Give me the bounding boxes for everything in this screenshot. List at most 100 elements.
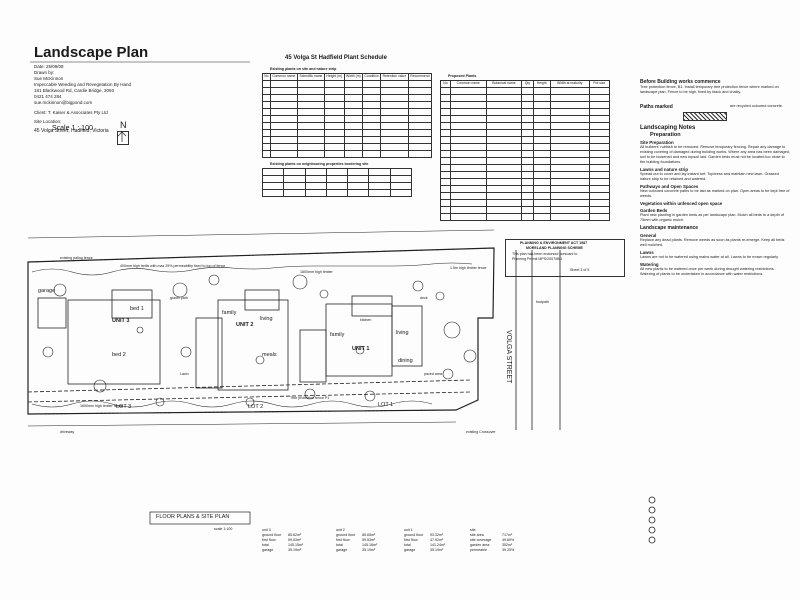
watering-text: All new plants to be watered once per we… bbox=[640, 267, 775, 276]
th-width: Width (m) bbox=[343, 73, 364, 81]
table-row bbox=[440, 101, 611, 109]
label-family2: family bbox=[330, 332, 345, 338]
north-arrow-label: N bbox=[120, 120, 127, 130]
table-row bbox=[440, 129, 611, 137]
watering-title: Watering bbox=[640, 262, 659, 267]
th-p-no: No bbox=[440, 80, 451, 88]
schedule-title: 45 Volga St Hadfield Plant Schedule bbox=[285, 55, 387, 61]
th-p-qty: Qty bbox=[521, 80, 534, 88]
label-plan-scale: scale 1:100 bbox=[214, 527, 233, 531]
label-dining: dining bbox=[398, 358, 413, 364]
general-text: Replace any dead plants. Remove weeds as… bbox=[640, 238, 785, 247]
preparation-title: Preparation bbox=[650, 132, 681, 138]
table-row bbox=[262, 87, 433, 95]
lawns-title: Lawns and nature strip bbox=[640, 167, 689, 172]
table-row bbox=[440, 122, 611, 130]
info-site-location-label: Site Location: bbox=[34, 119, 62, 124]
th-p-width: Width at maturity bbox=[549, 80, 590, 88]
label-floor-plan: FLOOR PLANS & SITE PLAN bbox=[156, 514, 230, 520]
lawns-text: Spread out to cover and lay instant turf… bbox=[640, 172, 779, 181]
table-row bbox=[262, 115, 433, 123]
info-site-location: 45 Volga Street, Hadfield, Victoria bbox=[34, 128, 109, 134]
paths-hatch-swatch bbox=[683, 112, 727, 121]
area-schedule-unit3: unit 3 ground floor first floor total ga… bbox=[262, 528, 282, 552]
label-lawn: Lawn bbox=[180, 372, 189, 376]
garden-beds-title: Garden Beds bbox=[640, 208, 668, 213]
site-boundary bbox=[27, 247, 495, 415]
table-row bbox=[440, 136, 611, 144]
site-prep-title: Site Preparation bbox=[640, 140, 674, 145]
before-title: Before Building works commence bbox=[640, 79, 721, 85]
area-schedule-unit1: unit 1 ground floor first floor total ga… bbox=[404, 528, 424, 552]
table-row bbox=[440, 157, 611, 165]
info-name: Sue McKinnon bbox=[34, 76, 64, 81]
info-address: 181 Blackwood Rd, Cardie Bridge, 3093 bbox=[34, 88, 115, 93]
stamp-line2: MORELAND PLANNING SCHEME bbox=[526, 246, 583, 250]
table-row bbox=[440, 206, 611, 214]
table-row bbox=[262, 94, 433, 102]
th-p-bot: Botanical name bbox=[485, 80, 523, 88]
th-ret: Retention value bbox=[380, 73, 409, 81]
label-bed2: bed 2 bbox=[112, 352, 126, 358]
th-p-height: Height bbox=[532, 80, 551, 88]
landscaping-notes-title: Landscaping Notes bbox=[640, 125, 696, 131]
pathways-title: Pathways and Open Spaces bbox=[640, 184, 699, 189]
table-row bbox=[440, 108, 611, 116]
label-kitchen: kitchen bbox=[360, 318, 372, 322]
table-row bbox=[262, 80, 433, 88]
label-lot1: LOT 1 bbox=[378, 402, 394, 408]
existing-title: Existing plants on site and nature strip bbox=[270, 67, 337, 71]
label-unit3: UNIT 3 bbox=[112, 318, 130, 324]
drawing-info: Date: 25/09/08 Drawn by: Sue McKinnon Im… bbox=[34, 64, 131, 134]
label-gravel: gravel path bbox=[170, 296, 188, 300]
info-email: sue.mckinnon@bigpond.com bbox=[34, 100, 93, 105]
label-living2: living bbox=[396, 330, 409, 336]
label-bed1: bed 1 bbox=[130, 306, 144, 312]
proposed-plants-table: No Common name Botanical name Qty Height… bbox=[440, 80, 611, 221]
area-schedule-unit2: unit 2 ground floor first floor total ga… bbox=[336, 528, 356, 552]
label-volga-street: VOLGA STREET bbox=[505, 330, 512, 384]
table-row bbox=[440, 178, 611, 186]
proposed-title: Proposed Plants bbox=[448, 74, 477, 78]
table-row bbox=[440, 150, 611, 158]
label-existing-fence: existing paling fence bbox=[60, 256, 93, 260]
table-row bbox=[262, 122, 433, 130]
label-footpath: footpath bbox=[536, 300, 549, 304]
page-title: Landscape Plan bbox=[34, 44, 149, 61]
pathways-text: New coloured concrete paths to be laid a… bbox=[640, 189, 790, 198]
label-fence-top: 400mm high trellis with max 25% permeabi… bbox=[120, 264, 226, 268]
table-row bbox=[440, 143, 611, 151]
table-row bbox=[440, 192, 611, 200]
label-living: living bbox=[260, 316, 273, 322]
scale-label: Scale 1 : 100 bbox=[52, 125, 93, 132]
table-row bbox=[440, 185, 611, 193]
stamp-line1: PLANNING & ENVIRONMENT ACT 1987 bbox=[520, 241, 588, 245]
th-p-common: Common name bbox=[449, 80, 487, 88]
table-row bbox=[262, 101, 433, 109]
th-p-pot: Pot size bbox=[588, 80, 611, 88]
label-driveway: driveway bbox=[60, 430, 75, 434]
label-fence-note: 1600mm high timber fence bbox=[80, 404, 123, 408]
table-row bbox=[261, 182, 413, 190]
th-rec: Recommend bbox=[407, 73, 433, 81]
stamp-sign: Sheet 3 of 5 bbox=[570, 268, 590, 272]
table-row bbox=[262, 143, 433, 151]
label-lot2: LOT 2 bbox=[248, 404, 264, 410]
paths-note: are recycled coloured concrete. bbox=[730, 104, 783, 108]
info-date: Date: 25/09/08 bbox=[34, 64, 64, 69]
label-unit2: UNIT 2 bbox=[236, 322, 254, 328]
paths-label: Paths marked bbox=[640, 104, 673, 110]
garden-beds-text: Plant new planting in garden beds as per… bbox=[640, 213, 784, 222]
th-height: Height (m) bbox=[324, 73, 345, 81]
label-hedge: Tree protection fence P1 bbox=[290, 396, 330, 400]
table-row bbox=[440, 115, 611, 123]
label-crossover: existing Crossover bbox=[466, 430, 496, 434]
general-title: General bbox=[640, 233, 657, 238]
label-unit1: UNIT 1 bbox=[352, 346, 370, 352]
label-family: family bbox=[222, 310, 237, 316]
table-row bbox=[440, 164, 611, 172]
maintenance-title: Landscape maintenance bbox=[640, 225, 699, 231]
area-schedule-site-values: 717m² 49.69% 352m² 39.25% bbox=[502, 533, 515, 552]
info-phone: 0421 474 284 bbox=[34, 94, 62, 99]
